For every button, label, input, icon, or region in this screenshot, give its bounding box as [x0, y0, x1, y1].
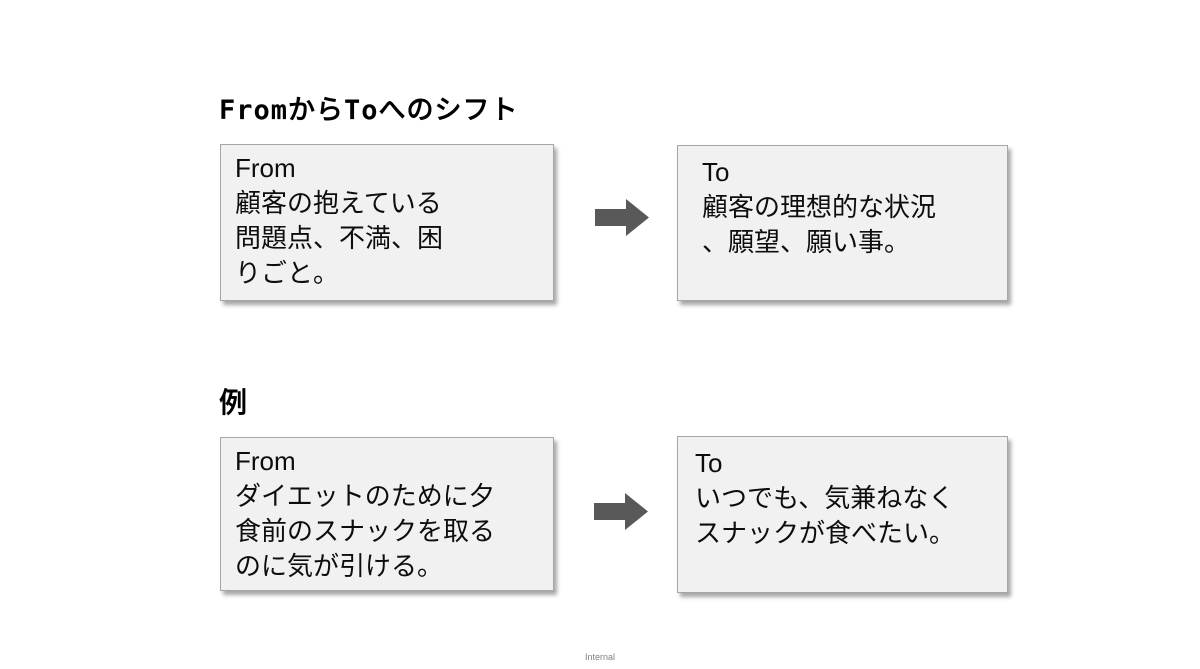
- arrow-right-icon: [594, 492, 648, 531]
- example-to-box: To いつでも、気兼ねなく スナックが食べたい。: [677, 436, 1008, 593]
- shift-to-box-text: To 顧客の理想的な状況 、願望、願い事。: [702, 157, 937, 257]
- shift-from-box-text: From 顧客の抱えている 問題点、不満、困 りごと。: [235, 153, 444, 288]
- arrow-right-icon: [595, 198, 649, 237]
- page-title: FromからToへのシフト: [219, 95, 519, 126]
- example-from-box: From ダイエットのために夕 食前のスナックを取る のに気が引ける。: [220, 437, 554, 591]
- example-from-box-text: From ダイエットのために夕 食前のスナックを取る のに気が引ける。: [235, 446, 496, 581]
- example-section-label: 例: [219, 386, 248, 419]
- example-to-box-text: To いつでも、気兼ねなく スナックが食べたい。: [695, 448, 956, 548]
- shift-to-box: To 顧客の理想的な状況 、願望、願い事。: [677, 145, 1008, 301]
- shift-from-box: From 顧客の抱えている 問題点、不満、困 りごと。: [220, 144, 554, 301]
- footer-classification-label: Internal: [584, 652, 616, 662]
